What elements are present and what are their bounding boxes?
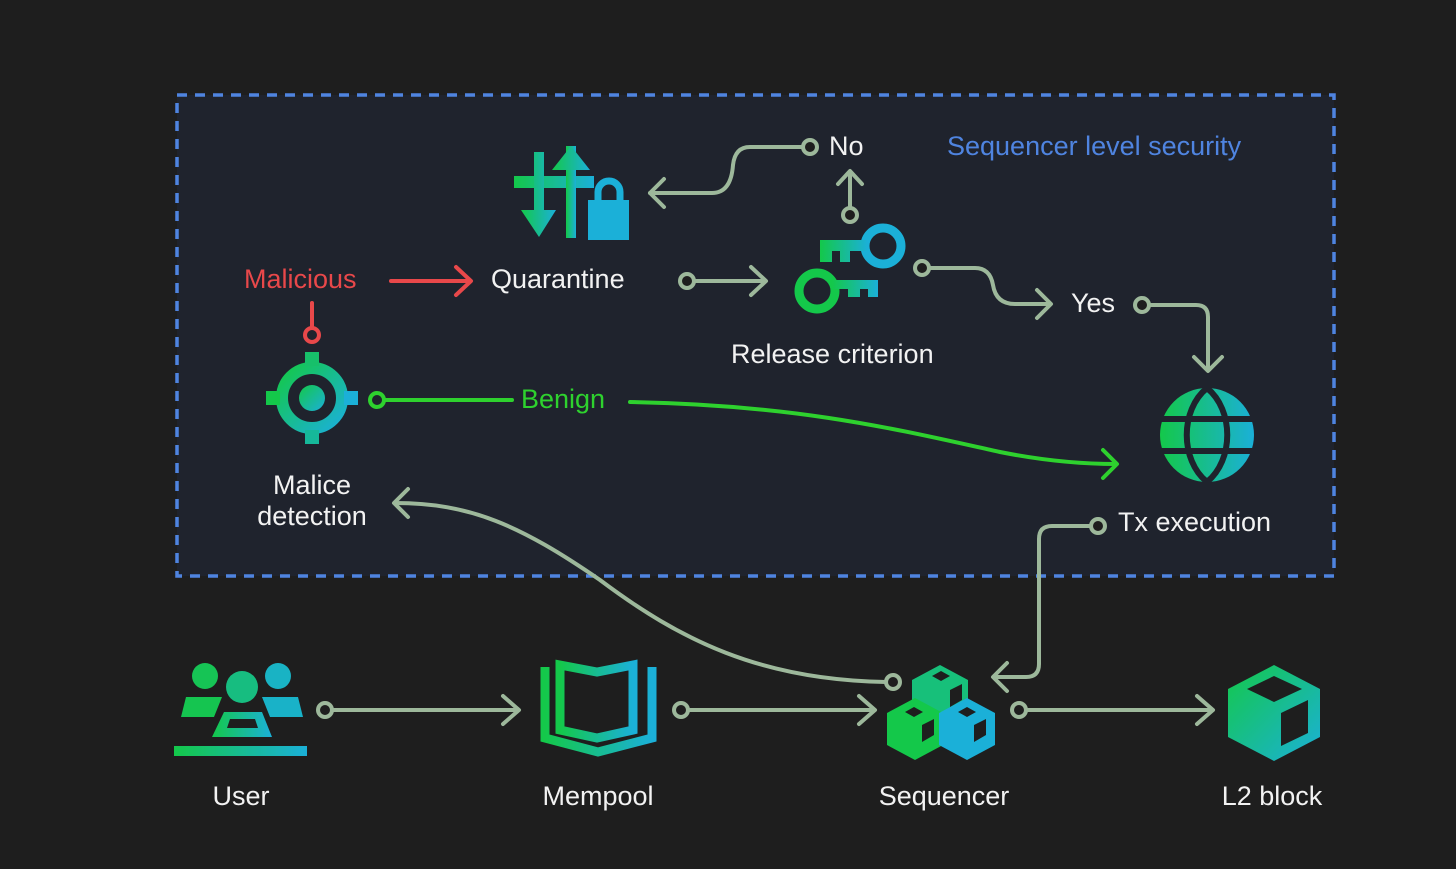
stacked-cubes-icon: [887, 665, 995, 760]
security-region: [175, 93, 1336, 578]
edge-sequencer-malice-detection: [392, 487, 902, 691]
open-book-icon: [540, 659, 657, 757]
user-label: User: [212, 781, 270, 811]
edge-release-no: [836, 169, 864, 224]
sequencer-label: Sequencer: [878, 781, 1010, 811]
crosshair-target-icon: [266, 352, 358, 444]
release-criterion-label: Release criterion: [731, 339, 934, 369]
edge-sequencer-l2block: [1010, 694, 1215, 726]
quarantine-label: Quarantine: [491, 264, 625, 294]
edge-mempool-sequencer: [672, 694, 877, 726]
malicious-label: Malicious: [244, 264, 357, 294]
users-group-icon: [174, 663, 307, 756]
globe-icon: [1160, 385, 1254, 485]
edge-benign: [368, 391, 1119, 480]
tx-execution-label: Tx execution: [1118, 507, 1272, 537]
edge-user-mempool: [316, 694, 521, 726]
malice-detection-label-line1: Malice: [272, 470, 352, 500]
edge-release-yes: [913, 259, 1053, 320]
edge-quarantine-release: [678, 265, 768, 297]
transfer-lock-icon: [514, 146, 629, 240]
edge-no-quarantine: [648, 138, 819, 209]
benign-label: Benign: [521, 384, 606, 414]
edge-txexec-sequencer: [991, 517, 1107, 693]
malice-detection-label-line2: detection: [257, 501, 367, 532]
malice-detection-label: Malice detection: [257, 470, 367, 532]
cube-icon: [1228, 665, 1320, 761]
mempool-label: Mempool: [542, 781, 654, 811]
yes-label: Yes: [1071, 288, 1116, 318]
keys-icon: [794, 223, 906, 314]
edge-malicious: [303, 265, 473, 344]
edge-yes-txexec: [1133, 296, 1224, 373]
region-title: Sequencer level security: [947, 131, 1242, 161]
no-label: No: [829, 131, 864, 161]
l2-block-label: L2 block: [1221, 781, 1323, 811]
